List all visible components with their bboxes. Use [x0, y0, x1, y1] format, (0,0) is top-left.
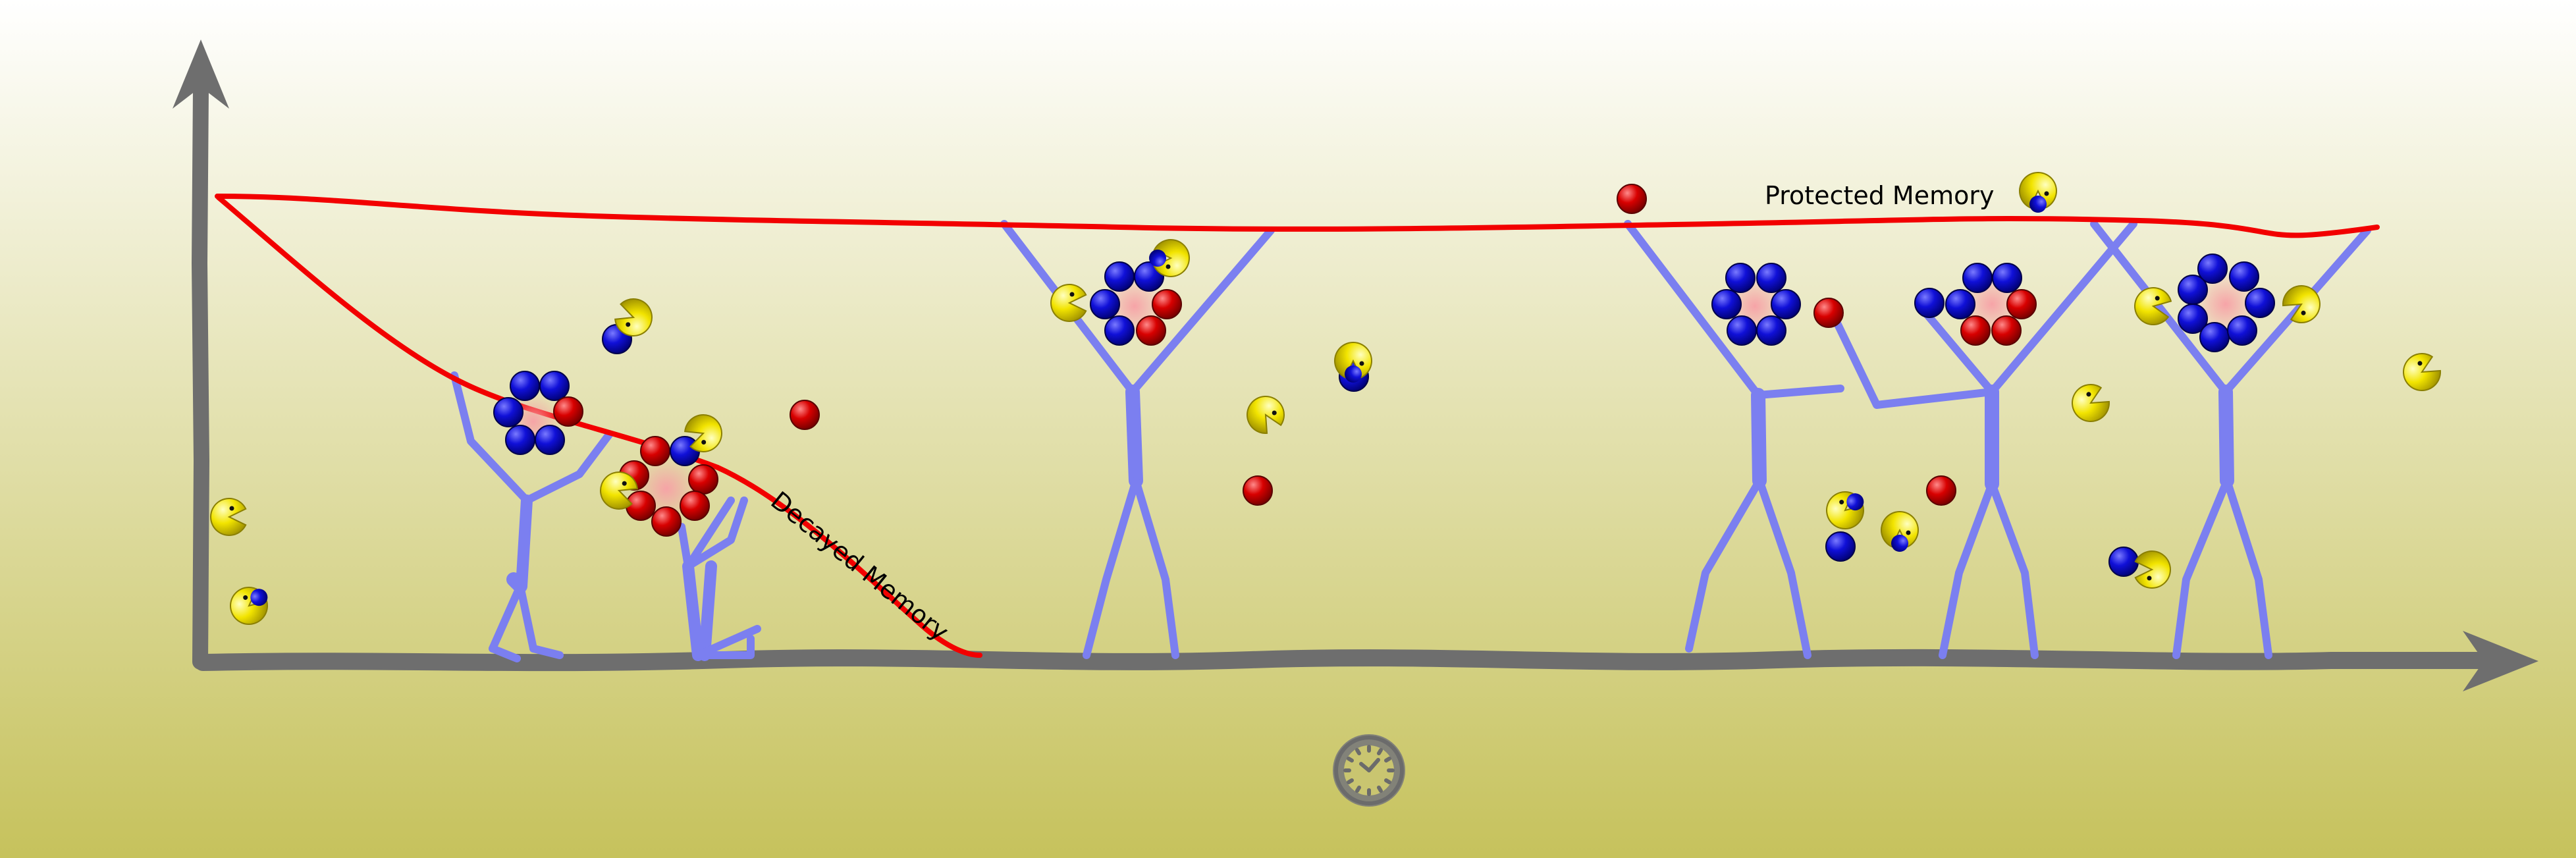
red-ball: [1926, 475, 1956, 506]
blue-ball: [1727, 315, 1757, 346]
pacman-icon: [1149, 239, 1190, 277]
figure-crouching: [678, 496, 761, 661]
memory-balls: [493, 184, 2275, 577]
red-ball: [1813, 298, 1844, 328]
axes: [173, 40, 2538, 691]
red-ball: [1243, 475, 1273, 506]
blue-ball: [1756, 315, 1786, 346]
blue-ball: [539, 371, 570, 401]
protected-memory-curve: [215, 194, 2380, 238]
protected-memory-label: Protected Memory: [1765, 181, 1994, 210]
pacman-icon: [2134, 550, 2171, 589]
pacman-icon: [600, 471, 638, 510]
blue-ball: [1771, 289, 1801, 319]
blue-ball: [1962, 263, 1993, 293]
pacman-icon: [230, 587, 268, 625]
blue-ball: [1711, 289, 1742, 319]
pacman-icon: [1247, 396, 1285, 434]
clock-icon: [1333, 734, 1405, 807]
blue-ball: [2197, 254, 2228, 284]
pacman-icon: [2019, 172, 2057, 213]
red-ball: [553, 396, 583, 427]
pacman-icon: [2282, 285, 2321, 323]
red-ball: [1136, 315, 1166, 346]
pacman-icon: [2134, 287, 2172, 325]
blue-ball: [510, 371, 540, 401]
red-ball: [688, 464, 718, 495]
pacman-icon: [684, 414, 722, 452]
blue-ball: [505, 425, 535, 455]
blue-ball: [1945, 289, 1975, 319]
blue-ball: [535, 425, 565, 455]
blue-ball: [2227, 315, 2257, 346]
figure-lifting-2: [1624, 220, 1844, 659]
blue-ball: [1992, 263, 2022, 293]
red-ball: [640, 436, 670, 466]
red-ball: [680, 491, 710, 521]
red-ball: [1152, 289, 1182, 319]
blue-ball: [1756, 263, 1786, 293]
blue-ball: [2178, 275, 2208, 305]
pacman-icon: [1881, 511, 1919, 552]
figure-lifting-1: [1000, 220, 1275, 659]
pacmen: [210, 172, 2441, 625]
x-axis: [194, 649, 2517, 672]
blue-ball: [2229, 261, 2259, 292]
x-axis-arrow-icon: [2463, 631, 2538, 691]
pacman-icon: [1050, 284, 1087, 322]
blue-ball: [1090, 289, 1120, 319]
blue-ball: [2245, 288, 2275, 318]
blue-ball: [1725, 263, 1756, 293]
blue-ball: [1825, 531, 1856, 562]
pacman-icon: [1826, 491, 1864, 529]
blue-ball: [493, 397, 523, 427]
blue-ball: [1104, 261, 1135, 292]
pacman-icon: [1334, 342, 1372, 383]
pacman-icon: [2403, 353, 2441, 391]
y-axis: [191, 81, 210, 670]
pacman-icon: [210, 498, 247, 536]
figures: [450, 220, 2371, 662]
red-ball: [790, 400, 820, 430]
blue-ball: [1104, 315, 1135, 346]
figure-lifting-4: [2090, 220, 2371, 659]
blue-ball: [2199, 322, 2230, 352]
blue-ball: [1914, 288, 1945, 318]
red-ball: [1617, 184, 1647, 214]
red-ball: [1960, 315, 1991, 346]
red-ball: [1991, 315, 2022, 346]
pacman-icon: [614, 298, 653, 336]
blue-ball: [2108, 547, 2139, 577]
figure-bending: [450, 371, 613, 662]
y-axis-arrow-icon: [173, 40, 229, 109]
red-ball: [651, 506, 682, 537]
pacman-icon: [2072, 384, 2110, 422]
red-ball: [2006, 289, 2037, 319]
blue-ball: [2178, 304, 2208, 334]
figure-lifting-3: [1827, 220, 2137, 659]
